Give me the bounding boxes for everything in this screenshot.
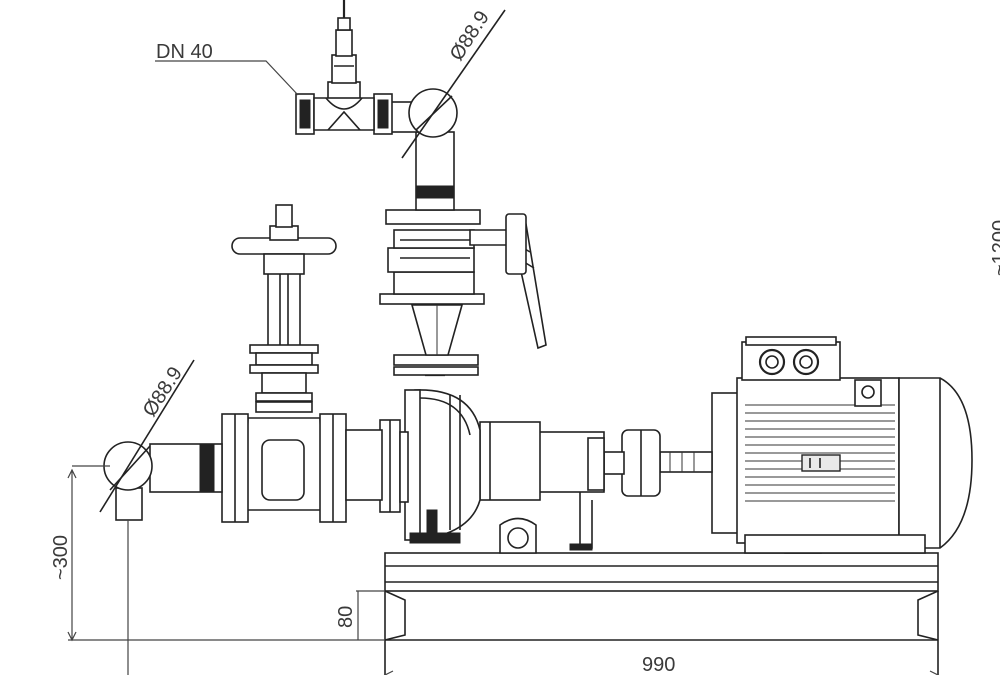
bearing-housing <box>479 421 605 551</box>
suction-pipe <box>99 359 223 521</box>
base-length-label: 990 <box>642 654 675 675</box>
electric-motor <box>711 336 973 554</box>
valve-size-label: DN 40 <box>156 41 213 63</box>
discharge-stack <box>379 131 547 376</box>
pump-volute <box>379 373 481 544</box>
dn40-valve <box>295 0 393 135</box>
dimension-lines <box>67 60 940 675</box>
height-to-pipe-label: ~300 <box>50 535 72 580</box>
shaft-coupling <box>603 429 713 497</box>
top-pipe-cross-section <box>387 9 506 159</box>
base-height-label: 80 <box>335 606 357 628</box>
side-pipe-diameter-label: Ø88.9 <box>139 363 187 421</box>
base-frame <box>384 552 939 675</box>
overall-height-label: ~1200 <box>989 220 1000 276</box>
gate-valve <box>221 204 383 523</box>
